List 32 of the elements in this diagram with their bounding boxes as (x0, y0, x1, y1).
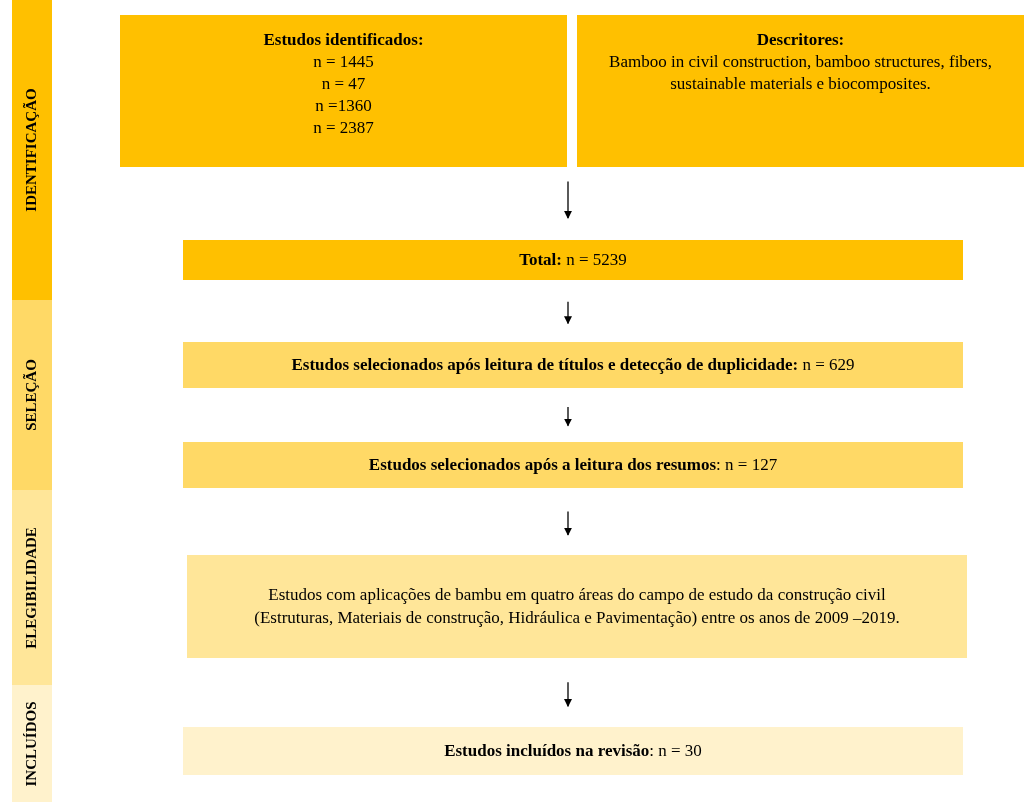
box-heading: Descritores: (756, 29, 845, 51)
arrow (564, 406, 572, 427)
phase-band (12, 490, 52, 685)
phase-label: ELEGIBILIDADE (22, 526, 41, 649)
box-text: Estudos incluídos na revisão: n = 30 (444, 739, 702, 762)
phase-band (12, 300, 52, 490)
box-text: n =1360 (315, 95, 372, 118)
phase-label: IDENTIFICAÇÃO (22, 88, 41, 212)
phase-label: INCLUÍDOS (22, 701, 41, 786)
phase-band (12, 685, 52, 802)
box-text: Estudos selecionados após leitura de títulos e detecção de duplicidade: n = 629 (291, 353, 855, 376)
box-heading: Estudos identificados: (263, 29, 424, 51)
box-text: Bamboo in civil construction, bamboo structures, fibers, sustainable materials e biocomposites. (608, 51, 993, 96)
process-box (187, 555, 967, 658)
arrow (564, 510, 572, 536)
phase-label: SELEÇÃO (22, 359, 41, 431)
process-box (183, 342, 963, 388)
process-box (183, 727, 963, 775)
info-box (577, 15, 1024, 167)
box-text: n = 1445 (313, 51, 374, 74)
box-text: Total: n = 5239 (519, 248, 627, 271)
arrow (564, 180, 572, 219)
arrow (564, 681, 572, 708)
info-box (120, 15, 567, 167)
box-text: Estudos selecionados após a leitura dos resumos: n = 127 (368, 453, 778, 476)
process-box (183, 240, 963, 280)
phase-band (12, 0, 52, 300)
box-text: n = 47 (321, 73, 366, 96)
box-text: n = 2387 (313, 117, 374, 140)
box-text: Estudos com aplicações de bambu em quatro áreas do campo de estudo da construção civil (Estruturas, Materiais de construção, Hidráulica e Pavimentação) entre os anos de 2009 –2019. (253, 584, 901, 629)
process-box (183, 442, 963, 488)
arrow (564, 301, 572, 325)
